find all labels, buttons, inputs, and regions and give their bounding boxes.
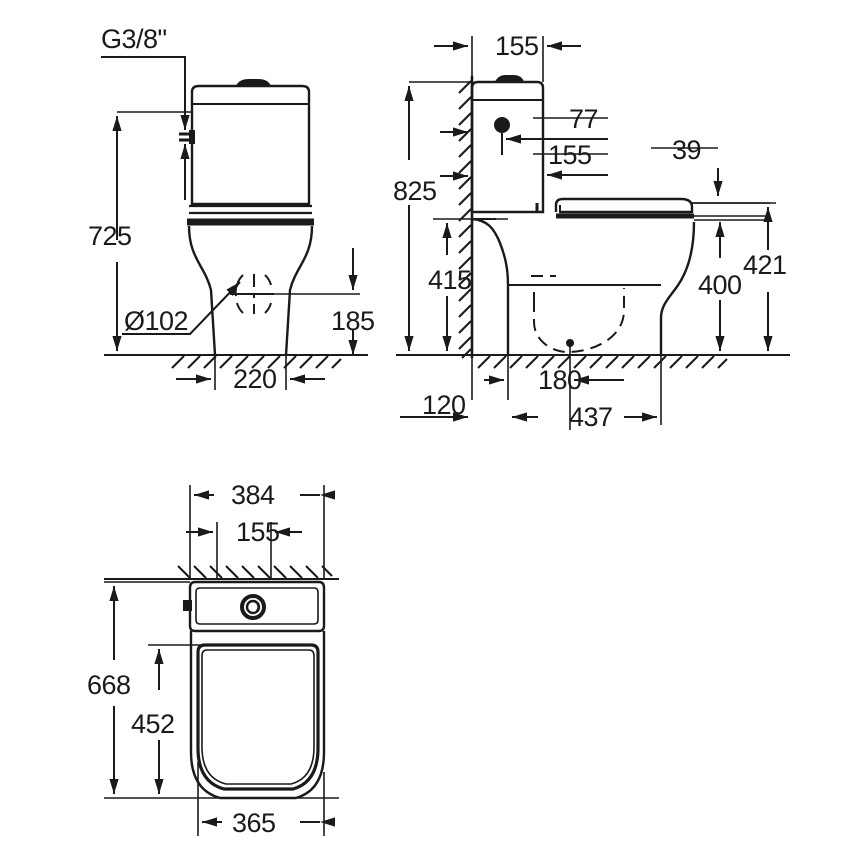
outlet-diameter-leader xyxy=(122,281,241,335)
outlet-centerline-icon xyxy=(230,274,278,314)
label-421: 421 xyxy=(743,250,787,280)
top-plan-view xyxy=(104,485,339,836)
dim-668 xyxy=(104,581,190,794)
label-452: 452 xyxy=(131,709,175,739)
dim-180 xyxy=(471,355,624,400)
floor-hatch-icon xyxy=(477,355,728,369)
label-77: 77 xyxy=(569,104,598,134)
label-155-plan: 155 xyxy=(236,517,280,547)
front-cistern-outline xyxy=(190,79,311,206)
dim-39 xyxy=(651,147,770,221)
side-trap-dashed xyxy=(531,275,625,354)
label-180: 180 xyxy=(538,365,582,395)
dim-155-top xyxy=(434,36,581,82)
label-668: 668 xyxy=(87,670,131,700)
label-155-mid: 155 xyxy=(548,140,592,170)
front-rim-band xyxy=(187,204,314,226)
plan-seat-outline xyxy=(196,643,320,791)
label-155-top: 155 xyxy=(495,31,539,61)
dim-725 xyxy=(104,111,192,356)
dim-365 xyxy=(197,762,335,836)
side-floor-line xyxy=(396,354,790,369)
label-39: 39 xyxy=(672,135,701,165)
dim-421 xyxy=(692,202,776,356)
dim-437 xyxy=(512,355,662,425)
flush-button-icon xyxy=(494,117,510,155)
dim-825 xyxy=(396,81,472,356)
front-elevation-view xyxy=(101,56,368,390)
side-seat-outline xyxy=(554,197,694,219)
plan-bowl-outline xyxy=(189,631,326,800)
label-120: 120 xyxy=(422,390,466,420)
dim-220 xyxy=(176,355,325,390)
label-415: 415 xyxy=(428,265,472,295)
outlet-point-marker xyxy=(566,339,574,430)
side-cistern-outline xyxy=(470,75,545,214)
wall-hatch-icon xyxy=(458,80,472,359)
flush-button-icon xyxy=(240,594,266,620)
side-section-view xyxy=(396,36,790,430)
wall-hatch-icon xyxy=(177,565,333,579)
label-384: 384 xyxy=(231,480,275,510)
plan-cistern-outline xyxy=(183,580,326,633)
wall-thickness-arrows xyxy=(440,127,468,181)
plan-wall-line xyxy=(104,565,339,580)
dim-400 xyxy=(694,215,770,351)
label-725: 725 xyxy=(88,221,132,251)
dim-155-middle xyxy=(533,153,608,212)
label-437: 437 xyxy=(569,402,613,432)
front-bowl-outline xyxy=(187,225,314,356)
wall-line xyxy=(458,76,474,359)
label-400: 400 xyxy=(698,270,742,300)
water-inlet-icon xyxy=(179,130,195,144)
label-365: 365 xyxy=(232,808,276,838)
front-floor-line xyxy=(104,354,368,369)
plan-inlet-port xyxy=(183,600,192,611)
label-220: 220 xyxy=(233,364,277,394)
label-d102: Ø102 xyxy=(124,306,188,336)
dim-77 xyxy=(506,117,608,144)
label-thread-g38: G3/8" xyxy=(101,24,167,54)
dim-155-plan xyxy=(186,522,302,579)
label-185: 185 xyxy=(331,306,375,336)
dim-185 xyxy=(274,248,360,355)
dim-415 xyxy=(433,218,508,356)
floor-hatch-icon xyxy=(171,355,342,369)
label-825: 825 xyxy=(393,176,437,206)
thread-label-leader xyxy=(101,56,190,130)
side-bowl-outline xyxy=(471,217,696,355)
dim-452 xyxy=(148,644,205,794)
